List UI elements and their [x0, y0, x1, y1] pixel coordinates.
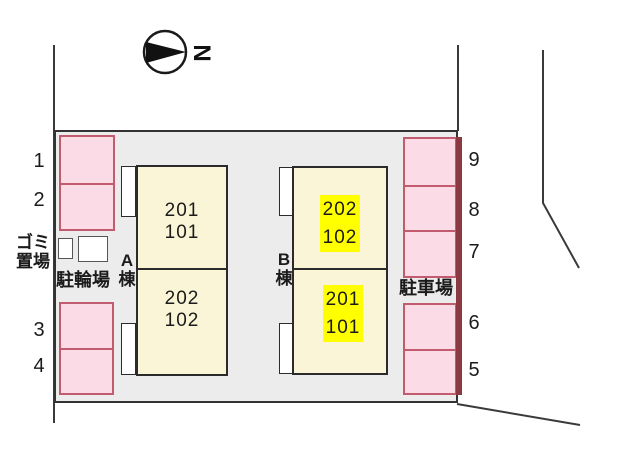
parking-number-9: 9 — [468, 149, 480, 171]
building-a-entrance-top — [121, 166, 136, 217]
parking-number-5: 5 — [468, 359, 480, 381]
parking-space-9 — [405, 139, 455, 185]
building-a-unit-top-numbers: 201 101 — [136, 200, 228, 244]
building-a-name-line2: 棟 — [118, 270, 136, 289]
parking-number-8: 8 — [468, 199, 480, 221]
parking-number-2: 2 — [33, 189, 45, 211]
building-a-floor-divider — [138, 268, 226, 270]
building-a — [136, 165, 228, 376]
parking-number-3: 3 — [33, 319, 45, 341]
building-b-unit-bottom-highlight: 201 101 — [323, 285, 363, 342]
parking-number-4: 4 — [33, 355, 45, 377]
parking-number-1: 1 — [33, 150, 45, 172]
compass-arrow — [146, 42, 186, 63]
compass-north-label: N — [188, 44, 215, 61]
parking-space-5 — [405, 349, 455, 393]
unit-b-bottom-floor1: 101 — [325, 316, 361, 338]
garbage-label-line1: ゴミ — [16, 233, 50, 252]
unit-b-top-floor2: 202 — [322, 198, 358, 220]
parking-space-6 — [405, 305, 455, 349]
building-b-entrance-bottom — [279, 323, 293, 374]
parking-number-6: 6 — [468, 312, 480, 334]
parking-space-7 — [405, 230, 455, 276]
parking-space-1 — [61, 137, 113, 183]
parking-group-6-5 — [403, 303, 457, 395]
garbage-bin-large — [78, 236, 108, 262]
garbage-bin-small — [58, 238, 73, 259]
garbage-label-line2: 置場 — [16, 252, 50, 271]
unit-a-bottom-floor2: 202 — [164, 288, 200, 309]
parking-space-4 — [61, 348, 112, 393]
unit-a-top-floor1: 101 — [164, 222, 200, 243]
building-b-floor-divider — [294, 268, 386, 270]
unit-b-top-floor1: 102 — [322, 226, 358, 248]
building-b-name: B 棟 — [273, 250, 295, 288]
parking-space-2 — [61, 183, 113, 229]
unit-a-bottom-floor1: 102 — [164, 310, 200, 331]
building-a-name-line1: A — [120, 251, 134, 270]
parking-group-1-2 — [59, 135, 115, 231]
parking-group-9-8-7 — [403, 137, 457, 278]
building-b-unit-top-highlight: 202 102 — [320, 195, 360, 252]
garbage-area-label: ゴミ 置場 — [9, 233, 57, 271]
parking-edge-stripe — [456, 137, 462, 395]
building-b-entrance-top — [279, 167, 293, 216]
building-b-name-line1: B — [277, 250, 291, 269]
parking-group-3-4 — [59, 302, 114, 395]
bicycle-parking-label: 駐輪場 — [56, 270, 110, 290]
unit-a-top-floor2: 201 — [164, 200, 200, 221]
north-compass-icon: N — [142, 29, 215, 75]
car-parking-label: 駐車場 — [399, 278, 453, 298]
road-line-northeast — [542, 50, 580, 269]
parking-number-7: 7 — [468, 241, 480, 263]
compass-circle — [142, 29, 188, 75]
building-a-name: A 棟 — [116, 251, 138, 289]
parking-space-8 — [405, 185, 455, 230]
road-edge-southeast — [456, 403, 581, 426]
parking-space-3 — [61, 304, 112, 348]
building-a-unit-bottom-numbers: 202 102 — [136, 288, 228, 332]
building-a-entrance-bottom — [121, 323, 136, 375]
building-b-name-line2: 棟 — [275, 269, 293, 288]
unit-b-bottom-floor2: 201 — [325, 288, 361, 310]
